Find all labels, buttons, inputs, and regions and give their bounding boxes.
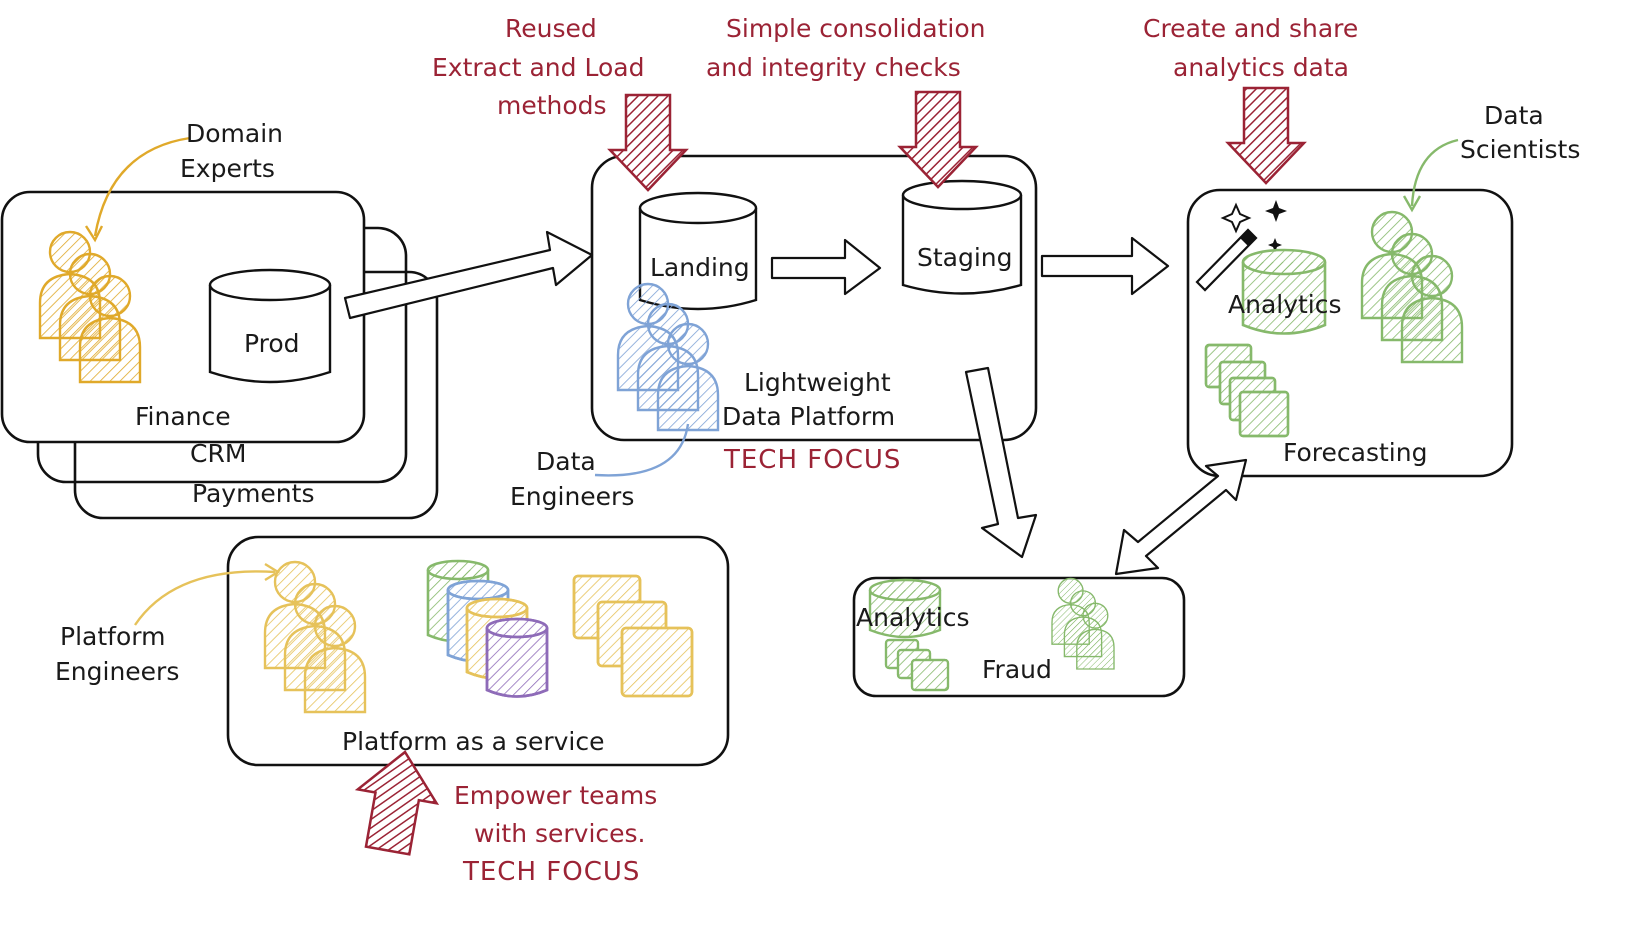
source-systems: Payments CRM Finance Domain Experts Prod	[0, 119, 439, 520]
platform-engineers-label-line2: Engineers	[55, 657, 179, 686]
data-engineers-pointer	[594, 423, 690, 477]
prod-database-icon	[208, 268, 332, 384]
note-reused-line2: Extract and Load	[432, 53, 644, 82]
paas-stacked-cards-icon	[572, 574, 694, 698]
platform-box	[590, 154, 1038, 442]
forecasting-box	[1186, 188, 1514, 478]
forecasting-domain: Analytics Forecasting	[1186, 188, 1514, 478]
right-arrow-icon-platform-to-forecasting	[1040, 236, 1170, 296]
fraud-box	[852, 576, 1186, 698]
data-scientists-person-group-icon	[1360, 210, 1464, 364]
data-scientists-label-line1: Data	[1484, 101, 1544, 130]
down-arrow-icon-share	[1226, 86, 1306, 185]
note-empower-line3: TECH FOCUS	[462, 857, 640, 887]
sparkle-icon	[1265, 200, 1287, 222]
fraud-stacked-cards-icon	[884, 638, 950, 692]
note-consolidation-line2: and integrity checks	[706, 53, 961, 82]
note-reused-line1: Reused	[505, 14, 597, 43]
finance-label: Finance	[135, 402, 231, 431]
forecasting-stacked-cards-icon	[1204, 343, 1290, 438]
staging-label: Staging	[917, 243, 1013, 272]
note-share-line1: Create and share	[1143, 14, 1358, 43]
double-arrow-icon-forecasting-fraud	[1114, 458, 1248, 576]
magic-wand-icon	[1195, 228, 1258, 292]
down-arrow-icon-consolidation	[898, 90, 978, 189]
data-scientists-pointer	[1410, 138, 1459, 207]
fraud-label: Fraud	[982, 655, 1052, 684]
platform-as-a-service: Platform as a service	[226, 535, 730, 767]
right-arrow-icon-sources-to-platform	[343, 230, 594, 320]
fraud-person-group-icon	[1051, 577, 1115, 670]
note-share-line2: analytics data	[1173, 53, 1349, 82]
note-empower-line1: Empower teams	[454, 781, 657, 810]
fraud-analytics-label: Analytics	[856, 603, 970, 632]
note-consolidation-line1: Simple consolidation	[726, 14, 986, 43]
forecasting-analytics-database-icon	[1241, 248, 1327, 335]
domain-experts-label-line2: Experts	[180, 154, 275, 183]
crm-label: CRM	[190, 439, 246, 468]
payments-label: Payments	[192, 479, 314, 508]
staging-database-icon	[901, 179, 1023, 295]
note-reused-line3: methods	[497, 91, 607, 120]
landing-database-icon	[638, 191, 758, 311]
fraud-domain: Analytics Fraud	[852, 576, 1186, 698]
forecasting-analytics-label: Analytics	[1228, 290, 1342, 319]
platform-title-line2: Data Platform	[722, 402, 895, 431]
prod-label: Prod	[244, 329, 300, 358]
platform-tech-focus: TECH FOCUS	[723, 445, 901, 475]
down-arrow-icon-reused	[608, 93, 688, 192]
platform-engineers-pointer	[134, 570, 276, 626]
paas-database-stack-icon	[426, 559, 549, 698]
domain-experts-pointer	[93, 136, 191, 237]
domain-experts-label-line1: Domain	[186, 119, 283, 148]
landing-label: Landing	[650, 253, 750, 282]
platform-title-line1: Lightweight	[744, 368, 891, 397]
right-arrow-icon-landing-to-staging	[770, 238, 882, 296]
sparkle-icon	[1220, 202, 1252, 234]
data-engineers-label-line2: Engineers	[510, 482, 634, 511]
lightweight-data-platform: Landing Staging Lightweight Data Platfor…	[590, 154, 1038, 475]
down-arrow-icon-platform-to-fraud	[964, 366, 1038, 559]
data-scientists-label-line2: Scientists	[1460, 135, 1580, 164]
paas-label: Platform as a service	[342, 727, 605, 756]
forecasting-label: Forecasting	[1283, 438, 1427, 467]
note-empower-line2: with services.	[474, 819, 646, 848]
up-arrow-icon-empower	[354, 750, 440, 856]
sparkle-icon	[1268, 238, 1282, 252]
paas-box	[226, 535, 730, 767]
platform-engineers-person-group-icon	[263, 560, 367, 714]
platform-engineers-label-line1: Platform	[60, 622, 165, 651]
fraud-analytics-database-icon	[868, 578, 942, 639]
data-engineers-label-line1: Data	[536, 447, 596, 476]
